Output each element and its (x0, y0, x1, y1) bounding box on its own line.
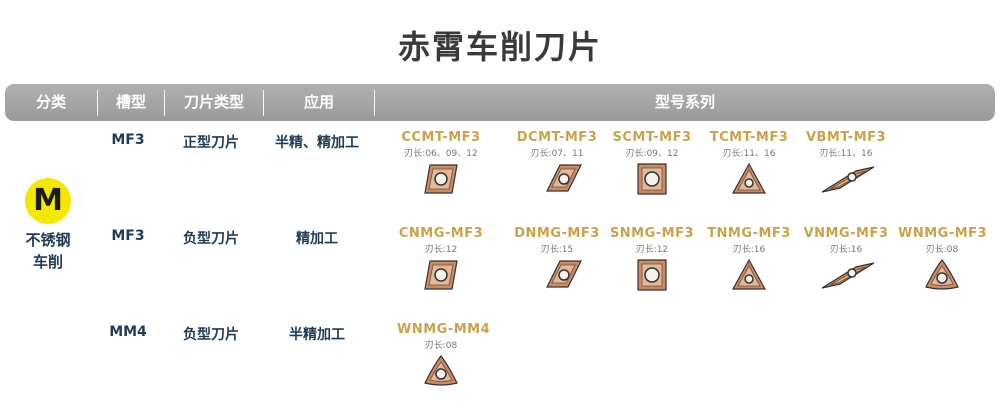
square-insert-icon (637, 163, 667, 195)
square-insert-icon (637, 259, 667, 291)
triangle-insert-icon (731, 162, 767, 194)
insert-model-name: CNMG-MF3 (398, 226, 484, 241)
insert-hole (558, 269, 570, 281)
insert-model-name: VBMT-MF3 (805, 130, 887, 145)
insert-edge-length: 刃长:12 (424, 245, 458, 255)
category-label-line2: 车削 (32, 253, 63, 271)
insert-item[interactable]: DNMG-MF3 刃长:15 (513, 226, 601, 293)
insert-type-cell: 负型刀片 (183, 231, 239, 247)
insert-edge-length: 刃长:09、12 (625, 149, 679, 159)
insert-hole (435, 368, 447, 380)
insert-hole (434, 268, 448, 282)
d-diamond-insert-icon (546, 260, 582, 288)
category-label-line1: 不锈钢 (25, 231, 71, 249)
header-divider (374, 90, 375, 116)
groove-cell: MM4 (109, 324, 147, 340)
header-groove: 槽型 (115, 93, 146, 111)
insert-item[interactable]: SNMG-MF3 刃长:12 (608, 226, 696, 293)
insert-edge-length: 刃长:07、11 (530, 149, 584, 159)
application-cell: 半精、精加工 (275, 135, 359, 151)
insert-item[interactable]: CNMG-MF3 刃长:12 (397, 226, 485, 293)
insert-edge-length: 刃长:08 (424, 341, 458, 351)
insert-edge-length: 刃长:16 (829, 245, 863, 255)
insert-item[interactable]: TNMG-MF3 刃长:16 (705, 226, 793, 293)
insert-hole (847, 268, 857, 278)
category-badge: M (25, 178, 71, 224)
application-cell: 精加工 (296, 231, 338, 247)
c-diamond-insert-icon (424, 260, 458, 290)
insert-edge-length: 刃长:11、16 (722, 149, 776, 159)
insert-hole (644, 267, 660, 283)
header-series: 型号系列 (654, 93, 715, 111)
table-header: 分类 槽型 刀片类型 应用 型号系列 (5, 84, 995, 121)
triangle-insert-icon (731, 258, 767, 290)
trigon-insert-icon (424, 355, 458, 386)
insert-hole (936, 272, 948, 284)
insert-type-cell: 负型刀片 (183, 327, 239, 343)
header-application: 应用 (303, 93, 334, 111)
header-divider (97, 90, 98, 116)
insert-model-name: TNMG-MF3 (707, 226, 791, 241)
insert-edge-length: 刃长:08 (925, 245, 959, 255)
insert-chipbreaker (829, 170, 867, 190)
insert-hole (558, 173, 570, 185)
groove-cell: MF3 (111, 228, 145, 244)
insert-item[interactable]: VNMG-MF3 刃长:16 (802, 226, 890, 293)
header-divider (263, 90, 264, 116)
header-divider (164, 90, 165, 116)
insert-model-name: SNMG-MF3 (609, 226, 695, 241)
v-diamond-insert-icon (821, 166, 875, 193)
insert-model-name: WNMG-MM4 (397, 322, 491, 337)
insert-item[interactable]: WNMG-MF3 刃长:08 (898, 226, 988, 293)
insert-edge-length: 刃长:15 (540, 245, 574, 255)
page-title: 赤霄车削刀片 (397, 28, 602, 66)
insert-item[interactable]: CCMT-MF3 刃长:06、09、12 (397, 130, 485, 197)
insert-item[interactable]: TCMT-MF3 刃长:11、16 (705, 130, 793, 197)
insert-model-name: CCMT-MF3 (401, 130, 481, 145)
header-insert-type: 刀片类型 (183, 93, 244, 111)
insert-hole (744, 274, 754, 284)
header-category: 分类 (35, 93, 66, 111)
insert-chipbreaker (829, 266, 867, 286)
insert-item[interactable]: DCMT-MF3 刃长:07、11 (513, 130, 601, 197)
groove-cell: MF3 (111, 132, 145, 148)
insert-model-name: WNMG-MF3 (898, 226, 988, 241)
insert-model-name: DCMT-MF3 (516, 130, 598, 145)
insert-hole (744, 178, 754, 188)
trigon-insert-icon (925, 259, 959, 290)
insert-type-cell: 正型刀片 (183, 135, 239, 151)
insert-model-name: TCMT-MF3 (709, 130, 789, 145)
insert-edge-length: 刃长:11、16 (819, 149, 873, 159)
v-diamond-insert-icon (821, 262, 875, 289)
c-diamond-insert-icon (424, 164, 458, 194)
application-cell: 半精加工 (289, 327, 345, 343)
d-diamond-insert-icon (546, 164, 582, 192)
insert-model-name: DNMG-MF3 (514, 226, 600, 241)
insert-edge-length: 刃长:06、09、12 (404, 149, 478, 159)
insert-hole (644, 171, 660, 187)
category-label: 不锈钢 车削 (10, 229, 86, 273)
insert-hole (847, 172, 857, 182)
insert-hole (434, 172, 448, 186)
insert-item[interactable]: SCMT-MF3 刃长:09、12 (608, 130, 696, 197)
insert-edge-length: 刃长:16 (732, 245, 766, 255)
insert-item[interactable]: WNMG-MM4 刃长:08 (397, 322, 491, 389)
insert-edge-length: 刃长:12 (635, 245, 669, 255)
insert-model-name: VNMG-MF3 (803, 226, 889, 241)
insert-item[interactable]: VBMT-MF3 刃长:11、16 (802, 130, 890, 197)
insert-model-name: SCMT-MF3 (612, 130, 692, 145)
